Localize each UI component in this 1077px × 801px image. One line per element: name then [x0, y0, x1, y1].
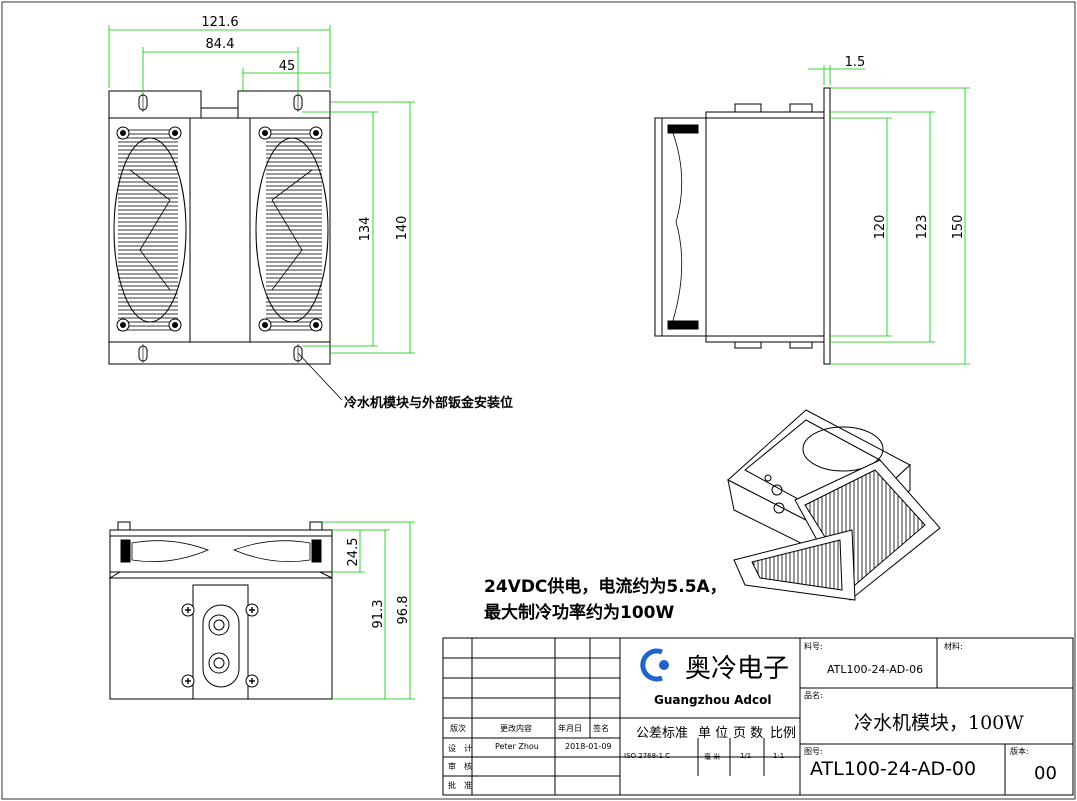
dim-h120: 120 [873, 215, 888, 240]
tolerance-value: ISO 2768-1 C [624, 752, 671, 760]
product-label: 品名: [804, 691, 823, 700]
bottom-view [108, 521, 333, 700]
unit-value: 毫 米 [704, 753, 721, 761]
drawing-no: ATL100-24-AD-00 [810, 758, 977, 780]
page-label: 页 数 [733, 726, 764, 741]
spec-note-line1: 24VDC供电，电流约为5.5A， [484, 577, 727, 597]
company-logo [640, 648, 669, 682]
unit-label: 单 位 [698, 726, 729, 741]
scale-value: 1:1 [773, 752, 785, 760]
dim-91-3: 91.3 [371, 600, 386, 629]
col-date: 年月日 [558, 724, 582, 733]
dim-h123: 123 [915, 215, 930, 240]
col-sign: 签名 [593, 724, 609, 733]
drawing-no-label: 图号: [804, 747, 823, 756]
scale-label: 比例 [770, 726, 797, 741]
row-approve: 批 准 [448, 781, 472, 790]
spec-note-line2: 最大制冷功率约为100W [484, 603, 675, 623]
row-review: 审 核 [448, 762, 472, 771]
front-view-dimensions [108, 25, 415, 354]
dim-height-overall: 140 [395, 216, 410, 241]
dim-flange-thickness: 1.5 [845, 55, 866, 70]
bottom-view-dimensions [322, 521, 415, 700]
dim-96-8: 96.8 [396, 596, 411, 625]
front-view [108, 90, 343, 401]
side-view-dimensions [808, 65, 970, 365]
dim-h150: 150 [951, 215, 966, 240]
front-view-dim-text: 121.6 84.4 45 134 140 [201, 15, 410, 241]
material-label: 材料: [944, 642, 963, 651]
material-no: ATL100-24-AD-06 [827, 663, 924, 676]
company-name-en: Guangzhou Adcol [654, 693, 772, 707]
material-no-label: 料号: [804, 642, 823, 651]
title-block-grid [442, 637, 1074, 796]
dim-height-inner: 134 [358, 217, 373, 242]
dim-hole-spacing: 84.4 [206, 37, 235, 52]
page-value: 1/1 [740, 752, 752, 760]
product-name: 冷水机模块，100W [854, 712, 1024, 734]
isometric-view [727, 409, 941, 601]
side-view-dim-text: 1.5 120 123 150 [845, 55, 966, 239]
dim-fan-offset: 45 [279, 59, 296, 74]
designer-name: Peter Zhou [495, 742, 539, 751]
company-name-cn: 奥冷电子 [685, 654, 790, 684]
version-label: 版本: [1010, 747, 1029, 756]
dim-width-overall: 121.6 [201, 15, 238, 30]
mounting-callout: 冷水机模块与外部钣金安装位 [344, 396, 514, 411]
version-value: 00 [1034, 763, 1057, 784]
design-date: 2018-01-09 [565, 742, 612, 751]
col-change: 更改内容 [500, 724, 532, 733]
bottom-view-dim-text: 24.5 91.3 96.8 [346, 538, 411, 629]
tolerance-label: 公差标准 [636, 726, 689, 741]
side-view [654, 87, 831, 365]
col-version: 版次 [450, 724, 466, 733]
dim-24-5: 24.5 [346, 538, 361, 567]
row-design: 设 计 [448, 744, 472, 753]
